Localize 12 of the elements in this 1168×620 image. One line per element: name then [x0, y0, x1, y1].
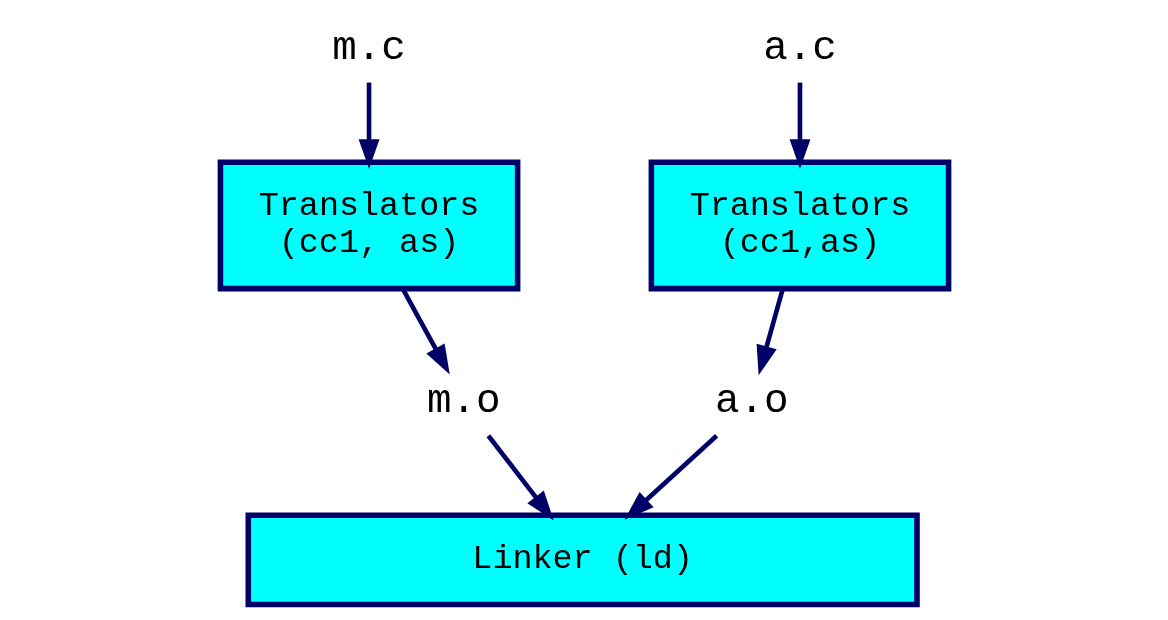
- node-text: a.c: [762, 25, 837, 72]
- node-box: Translators (cc1, as): [217, 159, 520, 292]
- arrow: [624, 434, 718, 520]
- arrow: [789, 82, 810, 170]
- arrow: [358, 82, 379, 170]
- node-text: m.c: [331, 25, 406, 72]
- node-box: Translators (cc1,as): [648, 159, 951, 292]
- arrow: [756, 288, 785, 376]
- node-text: m.o: [426, 378, 501, 425]
- node-text: a.o: [714, 378, 788, 425]
- node-box: Linker (ld): [245, 512, 920, 608]
- arrow: [486, 434, 554, 521]
